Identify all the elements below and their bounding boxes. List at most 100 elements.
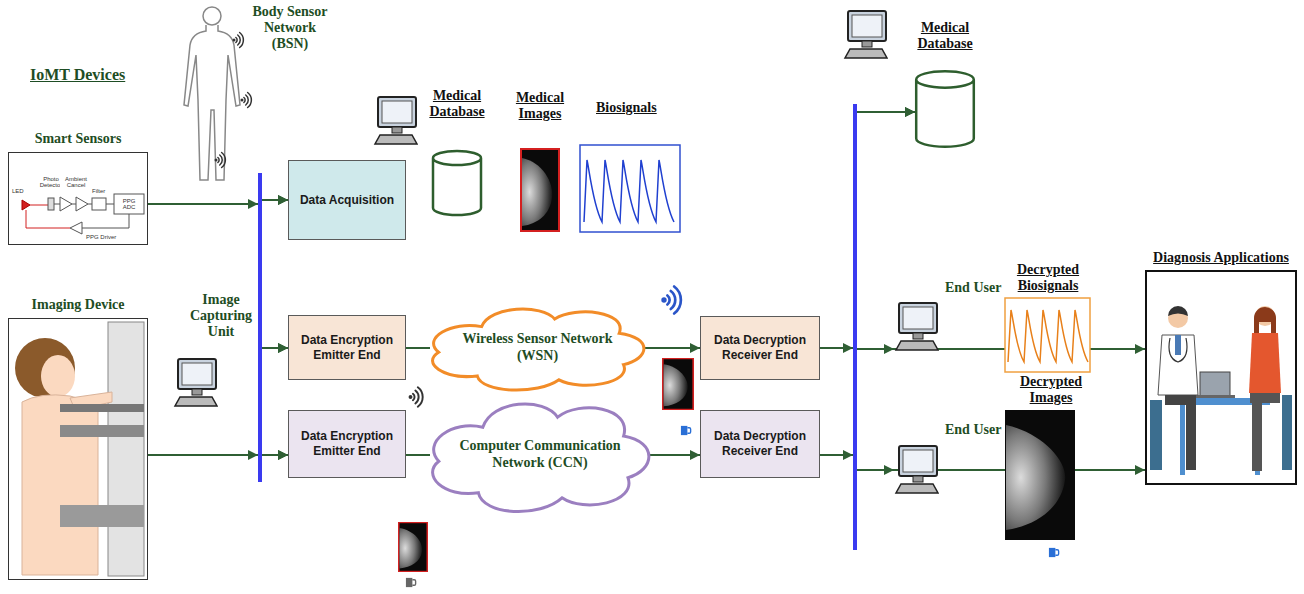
text-label: End User bbox=[945, 280, 1001, 296]
wireless-symbol bbox=[409, 387, 423, 407]
circuit-label: PPG ADC bbox=[116, 198, 142, 211]
heading-label: Diagnosis Applications bbox=[1153, 250, 1289, 266]
text-label: Body Sensor Network (BSN) bbox=[248, 4, 332, 52]
sensor-circuit bbox=[70, 222, 82, 234]
box-label: Data Encryption Emitter End bbox=[295, 429, 399, 459]
diagnosis-scene bbox=[1168, 306, 1188, 316]
medical-image bbox=[521, 149, 559, 231]
bus-line bbox=[853, 104, 857, 550]
decrypted-image bbox=[1005, 410, 1075, 540]
key-icon bbox=[681, 426, 691, 435]
sensor-circuit bbox=[48, 198, 54, 210]
circuit-label: PPG Driver bbox=[86, 234, 116, 240]
diagnosis-scene bbox=[1254, 307, 1276, 336]
diagnosis-scene bbox=[1252, 403, 1262, 471]
mammography-scene bbox=[22, 395, 98, 575]
circuit-label: Ambient Cancel bbox=[60, 176, 92, 189]
heading-label: Smart Sensors bbox=[35, 131, 122, 147]
sensor-circuit bbox=[106, 204, 114, 205]
diagnosis-scene bbox=[1249, 333, 1281, 393]
connector bbox=[148, 204, 288, 348]
connector bbox=[820, 348, 1145, 349]
process-box: Data Acquisition bbox=[288, 160, 406, 240]
decrypted-biosignal-chart bbox=[1005, 298, 1090, 372]
biosignal-chart bbox=[580, 145, 680, 232]
connector bbox=[820, 112, 915, 455]
bus-arrowhead bbox=[843, 343, 853, 353]
circuit-label: Filter bbox=[92, 188, 105, 194]
diagnosis-scene bbox=[1175, 335, 1181, 355]
process-box: Data Decryption Receiver End bbox=[700, 316, 820, 380]
key-icon bbox=[1049, 548, 1059, 557]
sensor-circuit bbox=[26, 210, 70, 228]
diagnosis-scene bbox=[1180, 405, 1185, 475]
cylinder-shape bbox=[916, 71, 974, 147]
sensor-circuit bbox=[60, 197, 72, 211]
diagnosis-scene bbox=[1169, 338, 1187, 362]
connector bbox=[645, 347, 700, 349]
connector bbox=[406, 454, 430, 456]
wireless-symbol bbox=[661, 287, 681, 314]
sensor-circuit bbox=[22, 200, 30, 210]
bus-arrowhead bbox=[884, 465, 894, 475]
cylinder-outline bbox=[432, 150, 482, 216]
cloud-shape bbox=[433, 309, 644, 390]
medical-image bbox=[399, 523, 428, 572]
box-label: Computer Communication Network (CCN) bbox=[450, 438, 630, 472]
box-label: Data Encryption Emitter End bbox=[295, 333, 399, 363]
connector bbox=[650, 454, 700, 456]
sensor-circuit bbox=[30, 205, 48, 206]
mammography-scene bbox=[60, 505, 144, 527]
process-box: Data Decryption Receiver End bbox=[700, 410, 820, 478]
computer-icon bbox=[175, 359, 217, 406]
diagnosis-scene bbox=[1150, 400, 1162, 470]
sensor-circuit bbox=[92, 198, 106, 210]
connector bbox=[820, 455, 1145, 470]
cylinder-outline bbox=[915, 70, 975, 148]
cylinder-shape bbox=[433, 151, 481, 215]
mammography-scene bbox=[60, 425, 144, 437]
process-box: Data Encryption Emitter End bbox=[288, 315, 406, 380]
diagnosis-scene bbox=[1195, 395, 1235, 398]
text-label: Decrypted Biosignals bbox=[1002, 262, 1094, 294]
sensor-circuit bbox=[114, 194, 144, 214]
mammography-scene bbox=[108, 322, 144, 576]
device-box: Imaging Device bbox=[8, 318, 148, 580]
text-label: IoMT Devices bbox=[30, 66, 125, 84]
bus-arrowhead bbox=[884, 344, 894, 354]
mammography-scene bbox=[60, 404, 144, 412]
text-label: Decrypted Images bbox=[1010, 374, 1092, 406]
mammography-scene bbox=[41, 355, 75, 397]
sensor-signal bbox=[233, 33, 244, 48]
sensor-signal bbox=[215, 153, 226, 168]
box-label: Data Acquisition bbox=[300, 193, 394, 208]
connector bbox=[148, 200, 288, 455]
connector bbox=[148, 454, 288, 456]
diagnosis-scene bbox=[1158, 335, 1198, 395]
sensor-circuit bbox=[82, 214, 129, 228]
sensor-circuit bbox=[76, 197, 88, 211]
diagnosis-scene bbox=[1150, 306, 1292, 475]
heading-label: Medical Database bbox=[420, 88, 495, 120]
connector bbox=[148, 204, 288, 455]
key-icon bbox=[406, 578, 416, 587]
sensor-circuit bbox=[88, 204, 92, 205]
text-label: End User bbox=[945, 422, 1001, 438]
bus-arrowhead bbox=[248, 199, 258, 209]
diagnosis-scene bbox=[1186, 395, 1196, 470]
database-cylinder: Medical Database bbox=[915, 70, 975, 148]
diagnosis-scene bbox=[1282, 395, 1292, 470]
connector bbox=[148, 348, 288, 455]
biosignal-chart bbox=[584, 160, 674, 222]
decrypted-biosignal-chart bbox=[1008, 310, 1088, 362]
network-cloud: Computer Communication Network (CCN) bbox=[430, 392, 650, 518]
bus-line bbox=[260, 104, 855, 550]
text-label: Biosignals bbox=[596, 100, 657, 116]
heading-label: Imaging Device bbox=[32, 297, 125, 313]
application-box: Diagnosis Applications bbox=[1145, 270, 1297, 485]
sensor-signal bbox=[215, 33, 252, 168]
computer-icon bbox=[375, 97, 417, 144]
human-figure bbox=[184, 7, 240, 180]
connector bbox=[406, 347, 430, 349]
